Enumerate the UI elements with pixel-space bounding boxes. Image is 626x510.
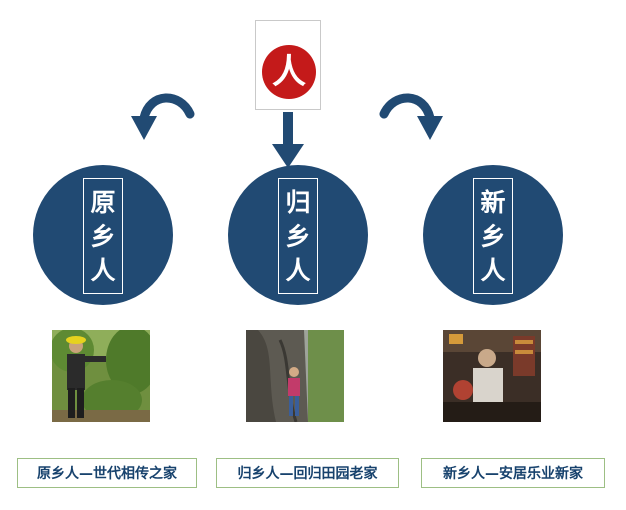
top-emblem: 人 bbox=[255, 20, 321, 110]
vertical-label-box: 新 乡 人 bbox=[473, 178, 513, 294]
label-char: 人 bbox=[480, 255, 506, 285]
caption-guixiangren: 归乡人—回归田园老家 bbox=[216, 458, 399, 488]
circle-guixiangren: 归 乡 人 bbox=[228, 165, 368, 305]
ren-symbol: 人 bbox=[272, 52, 306, 92]
vertical-label-box: 原 乡 人 bbox=[83, 178, 123, 294]
label-char: 归 bbox=[285, 187, 311, 217]
photo-farmer-orchard bbox=[52, 330, 150, 422]
right-arrowhead bbox=[417, 116, 443, 140]
label-char: 新 bbox=[480, 187, 506, 217]
circle-yuanxiangren: 原 乡 人 bbox=[33, 165, 173, 305]
ren-seal: 人 bbox=[262, 45, 316, 99]
label-char: 人 bbox=[90, 255, 116, 285]
photo-tree-trunk bbox=[246, 330, 344, 422]
photo-shop-interior bbox=[443, 330, 541, 422]
label-char: 原 bbox=[90, 187, 116, 217]
label-char: 乡 bbox=[285, 221, 311, 251]
right-curved-arrow bbox=[379, 93, 435, 123]
circle-xinxiangren: 新 乡 人 bbox=[423, 165, 563, 305]
label-char: 乡 bbox=[90, 221, 116, 251]
caption-yuanxiangren: 原乡人—世代相传之家 bbox=[17, 458, 197, 488]
caption-xinxiangren: 新乡人—安居乐业新家 bbox=[421, 458, 605, 488]
center-arrow-shaft bbox=[283, 112, 293, 146]
vertical-label-box: 归 乡 人 bbox=[278, 178, 318, 294]
left-arrowhead bbox=[131, 116, 157, 140]
label-char: 人 bbox=[285, 255, 311, 285]
center-arrowhead bbox=[272, 144, 304, 168]
left-curved-arrow bbox=[139, 93, 195, 123]
label-char: 乡 bbox=[480, 221, 506, 251]
